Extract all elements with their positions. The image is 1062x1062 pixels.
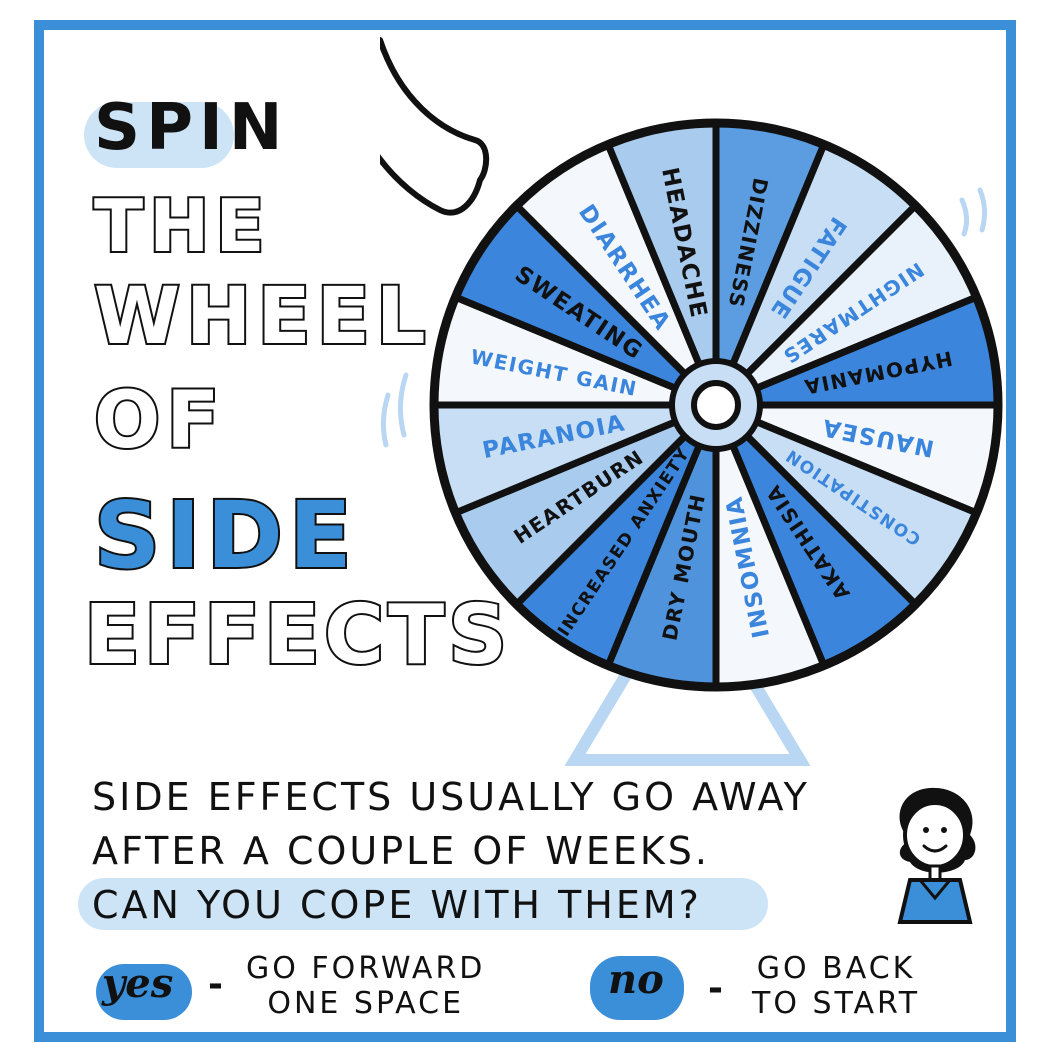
wheel-hub-center <box>691 380 741 430</box>
caption-line-2: AFTER A COUPLE OF WEEKS. <box>92 829 710 873</box>
motion-marks-left <box>380 372 409 448</box>
no-instruction: GO BACK TO START <box>752 951 921 1021</box>
yes-highlight[interactable] <box>96 964 192 1020</box>
yes-instruction-line-2: ONE SPACE <box>267 985 465 1021</box>
spin-wheel[interactable]: DIZZINESSFATIGUENIGHTMARESHYPOMANIANAUSE… <box>380 20 1010 780</box>
title-the: THE <box>92 184 271 268</box>
arm-illustration <box>380 37 490 216</box>
title-effects: EFFECTS <box>82 588 512 683</box>
caption-question: CAN YOU COPE WITH THEM? <box>92 883 702 927</box>
answers-block: yes - GO FORWARD ONE SPACE no - GO BACK … <box>96 948 996 1038</box>
wheel-rim <box>429 118 1003 692</box>
caption-line-1: SIDE EFFECTS USUALLY GO AWAY <box>92 775 810 819</box>
yes-instruction-line-1: GO FORWARD <box>246 951 486 986</box>
spin-highlight <box>84 102 234 168</box>
title-side: SIDE <box>92 482 358 589</box>
person-illustration <box>897 787 976 924</box>
yes-instruction: GO FORWARD ONE SPACE <box>246 951 486 1021</box>
question-highlight <box>78 878 768 930</box>
no-highlight[interactable] <box>590 956 684 1020</box>
yes-dash: - <box>208 964 223 1005</box>
page-frame <box>34 20 1016 1042</box>
no-instruction-line-2: TO START <box>752 985 921 1021</box>
no-dash: - <box>708 968 723 1009</box>
title-wheel: WHEEL <box>92 272 432 362</box>
title-of: OF <box>92 376 226 466</box>
no-option[interactable]: no <box>608 956 664 1003</box>
yes-option[interactable]: yes <box>102 960 174 1007</box>
title-spin: SPIN <box>94 91 289 165</box>
no-instruction-line-1: GO BACK <box>756 951 916 986</box>
motion-marks-right <box>959 187 988 237</box>
